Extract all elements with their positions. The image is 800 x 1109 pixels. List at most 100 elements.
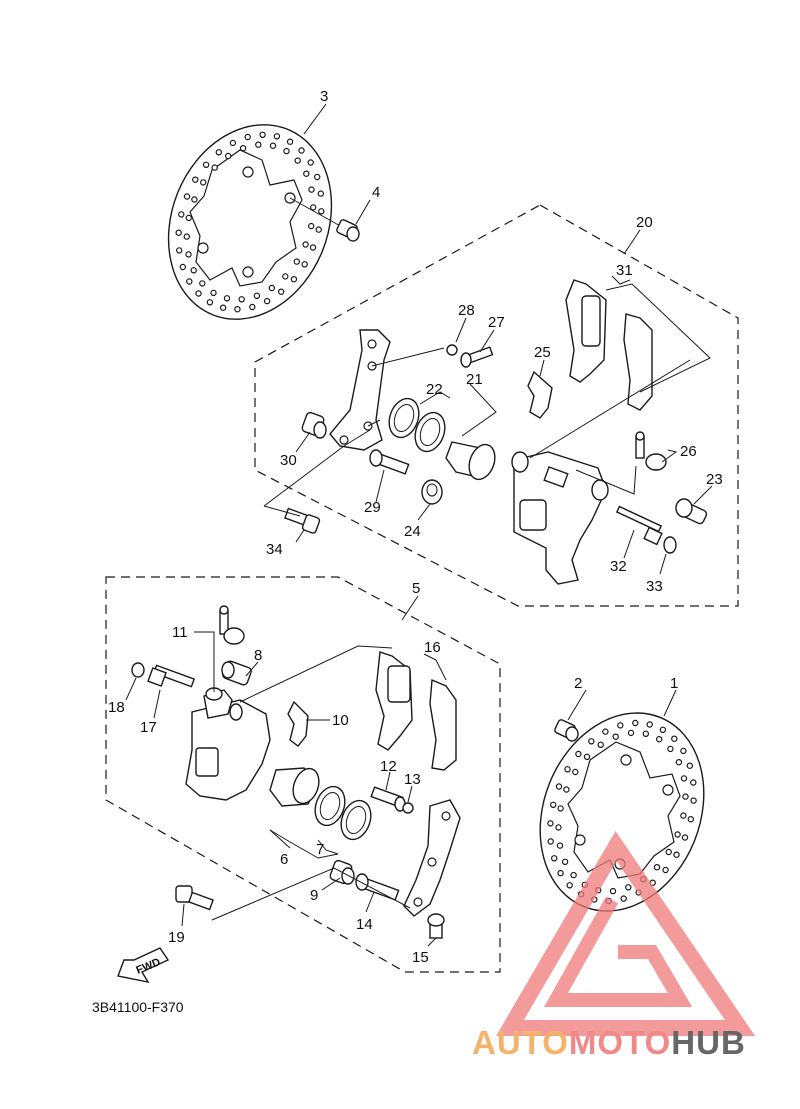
disc-vent-hole — [307, 159, 314, 166]
disc-vent-hole — [219, 304, 227, 311]
disc-vent-hole — [612, 733, 619, 740]
disc-vent-hole — [642, 730, 650, 738]
disc-vent-hole — [308, 222, 315, 230]
callout-22: 22 — [426, 381, 443, 398]
disc-vent-hole — [690, 779, 697, 786]
disc-vent-hole — [186, 278, 193, 285]
disc-vent-hole — [627, 729, 635, 737]
disc-bolt-4 — [289, 197, 360, 242]
callout-31: 31 — [616, 262, 633, 279]
bolt-14 — [355, 873, 400, 901]
callout-4: 4 — [372, 184, 380, 201]
disc-vent-hole — [597, 741, 604, 749]
callout-3: 3 — [320, 88, 328, 105]
disc-vent-hole — [202, 161, 210, 168]
disc-vent-hole — [185, 251, 192, 258]
disc-vent-hole — [309, 244, 317, 251]
disc-vent-hole — [211, 164, 218, 171]
disc-vent-hole — [259, 131, 266, 138]
caliper-bracket-lower — [403, 799, 461, 917]
washer-28 — [446, 344, 458, 356]
disc-vent-hole — [199, 280, 206, 287]
bolt-29 — [369, 449, 410, 475]
bushing-9 — [329, 859, 355, 885]
callout-27: 27 — [488, 314, 505, 331]
brake-disc-lower — [539, 712, 705, 912]
disc-vent-hole — [190, 267, 197, 274]
brake-pads-16 — [375, 651, 457, 771]
disc-vent-hole — [646, 721, 653, 728]
disc-vent-hole — [667, 745, 674, 753]
disc-vent-hole — [680, 775, 688, 782]
disc-vent-hole — [662, 866, 669, 874]
callout-12: 12 — [380, 758, 397, 775]
disc-vent-hole — [293, 258, 300, 265]
disc-vent-hole — [234, 306, 241, 313]
disc-vent-hole — [268, 284, 275, 292]
disc-vent-hole — [674, 831, 681, 838]
callout-19: 19 — [168, 929, 185, 946]
fwd-arrow: FWD — [117, 947, 170, 983]
callouts: 3 4 20 31 28 27 25 22 21 30 26 23 29 24 … — [108, 88, 723, 966]
disc-vent-hole — [547, 838, 554, 845]
callout-15: 15 — [412, 949, 429, 966]
caliper-bracket-upper — [329, 329, 391, 451]
disc-vent-hole — [238, 296, 245, 303]
disc-vent-hole — [310, 204, 317, 211]
watermark-part-auto: AUTO — [472, 1024, 569, 1061]
disc-vent-hole — [303, 170, 310, 177]
disc-vent-hole — [210, 289, 217, 297]
disc-vent-hole — [224, 152, 232, 160]
callout-11: 11 — [172, 624, 188, 641]
bleeder-11 — [219, 605, 245, 645]
disc-vent-hole — [223, 295, 231, 302]
disc-vent-hole — [239, 144, 247, 152]
boot-33 — [663, 536, 677, 554]
disc-vent-hole — [175, 229, 182, 236]
bolt-15 — [427, 913, 445, 939]
callout-23: 23 — [706, 471, 723, 488]
boot-18 — [131, 662, 145, 678]
callout-9: 9 — [310, 887, 318, 904]
diagram-code: 3B41100-F370 — [92, 999, 184, 1015]
disc-vent-hole — [308, 186, 315, 193]
seals-7 — [314, 785, 372, 841]
disc-vent-hole — [561, 858, 569, 866]
disc-vent-hole — [283, 147, 290, 155]
disc-vent-hole — [555, 824, 562, 831]
seals-22 — [388, 397, 446, 453]
disc-vent-hole — [298, 147, 305, 154]
disc-vent-hole — [183, 193, 191, 200]
disc-vent-hole — [690, 797, 697, 804]
pad-spring-10 — [287, 700, 309, 747]
disc-vent-hole — [632, 719, 639, 727]
callout-10: 10 — [332, 712, 349, 729]
disc-vent-hole — [547, 820, 554, 827]
sleeve-23 — [675, 498, 708, 525]
disc-vent-hole — [681, 834, 689, 841]
group-outline-20 — [254, 204, 739, 607]
callout-20: 20 — [636, 214, 653, 231]
disc-vent-hole — [659, 726, 667, 734]
disc-vent-hole — [564, 766, 571, 773]
pin-32 — [615, 505, 663, 546]
disc-vent-hole — [680, 812, 687, 819]
disc-vent-hole — [315, 226, 322, 233]
disc-bolt-2 — [554, 719, 579, 742]
disc-vent-hole — [572, 768, 579, 776]
disc-vent-hole — [583, 753, 591, 761]
disc-vent-hole — [550, 801, 557, 809]
disc-vent-hole — [609, 887, 617, 895]
disc-vent-hole — [570, 871, 577, 879]
disc-vent-hole — [671, 735, 678, 742]
disc-vent-hole — [195, 290, 202, 297]
disc-vent-hole — [185, 214, 192, 222]
disc-vent-hole — [244, 133, 251, 141]
disc-vent-hole — [588, 738, 595, 745]
disc-vent-hole — [653, 864, 661, 871]
piston-21 — [445, 441, 496, 481]
disc-vent-hole — [318, 208, 325, 215]
disc-vent-hole — [269, 142, 277, 149]
disc-vent-hole — [656, 736, 663, 743]
disc-vent-hole — [617, 722, 624, 729]
